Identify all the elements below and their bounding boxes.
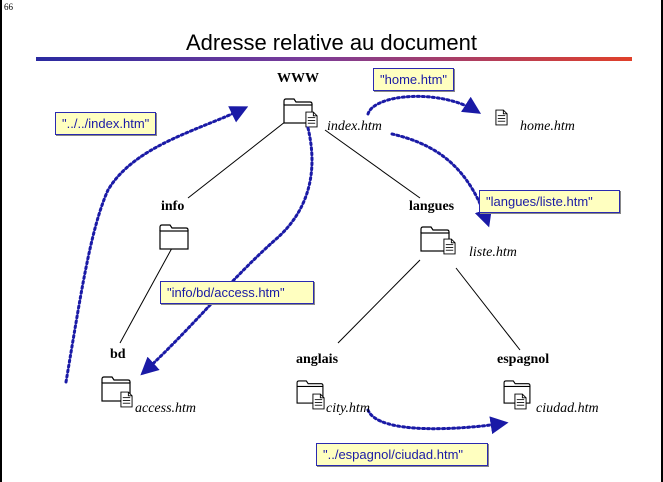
document-icon [514, 393, 527, 410]
callout-access: "info/bd/access.htm" [160, 281, 314, 304]
page-title: Adresse relative au document [185, 30, 478, 55]
edge-www-langues [324, 129, 421, 199]
folder-label-www: WWW [277, 71, 319, 86]
arrow-home [366, 94, 482, 116]
page-number: 66 [4, 2, 13, 12]
folder-label-espagnol: espagnol [497, 352, 550, 367]
file-label-index: index.htm [327, 119, 382, 134]
edge-langues-espagnol [455, 267, 521, 351]
edge-langues-anglais [337, 259, 421, 344]
callout-langues: "langues/liste.htm" [479, 190, 620, 213]
document-icon [312, 393, 325, 410]
file-label-access: access.htm [135, 401, 197, 416]
folder-icon [159, 224, 189, 250]
arrow-index-up [64, 106, 249, 384]
arrow-access [140, 126, 314, 376]
document-icon [120, 391, 133, 408]
tree-edges [119, 117, 521, 351]
arrow-ciudad [366, 408, 509, 435]
document-icon [443, 238, 456, 255]
file-label-ciudad: ciudad.htm [536, 401, 599, 416]
folder-label-anglais: anglais [296, 352, 339, 367]
callout-ciudad: "../espagnol/ciudad.htm" [316, 443, 489, 466]
edge-info-bd [119, 247, 173, 344]
document-icon [495, 109, 508, 126]
document-icon [305, 111, 318, 128]
slide-border-left [0, 0, 2, 482]
link-arrows [64, 94, 509, 435]
folder-label-langues: langues [409, 199, 455, 214]
callout-home: "home.htm" [373, 68, 455, 91]
file-label-liste: liste.htm [469, 245, 517, 260]
file-label-home: home.htm [520, 119, 575, 134]
slide-border-right [661, 0, 663, 482]
file-label-city: city.htm [326, 401, 370, 416]
edge-www-info [187, 117, 291, 199]
folder-label-bd: bd [110, 347, 126, 362]
folder-label-info: info [161, 199, 185, 214]
callout-index-up: "../../index.htm" [55, 112, 157, 135]
title-underline [36, 57, 632, 61]
